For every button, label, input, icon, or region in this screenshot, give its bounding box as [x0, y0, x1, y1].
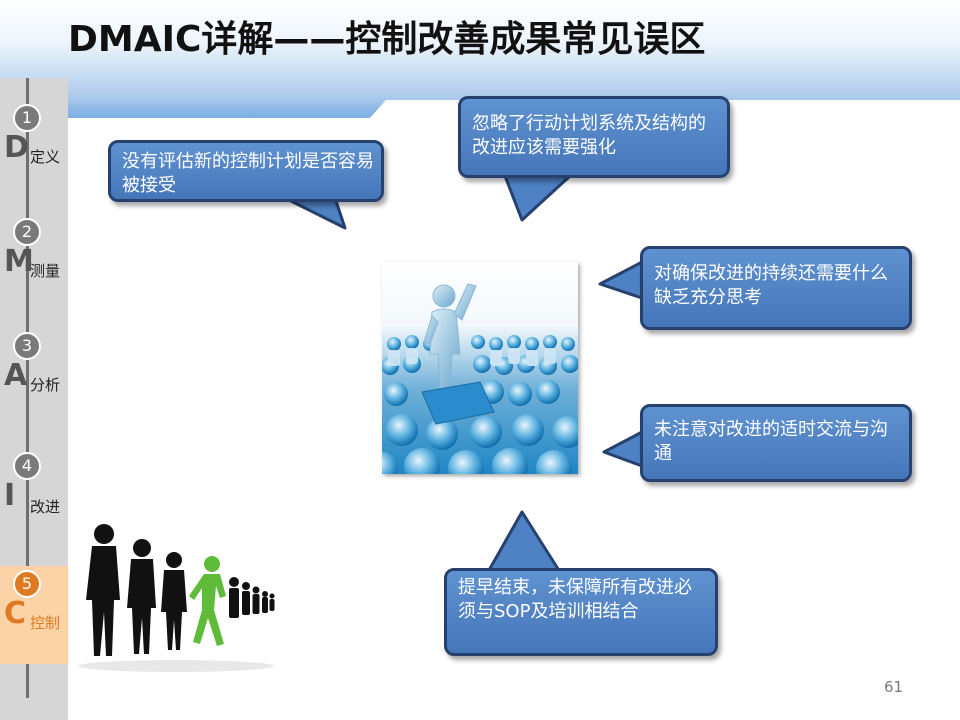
callout-text: 未注意对改进的适时交流与沟通 — [654, 419, 888, 464]
callout-text: 提早结束，未保障所有改进必须与SOP及培训相结合 — [458, 577, 692, 622]
callout-tail-3 — [598, 260, 644, 300]
callout-sustain: 对确保改进的持续还需要什么缺乏充分思考 — [640, 246, 912, 330]
callout-tail-5 — [486, 510, 562, 574]
callout-bubble — [108, 140, 384, 202]
nav-number: 2 — [13, 218, 41, 246]
nav-number: 4 — [13, 452, 41, 480]
callout-bubble — [640, 246, 912, 330]
callout-text: 对确保改进的持续还需要什么缺乏充分思考 — [654, 263, 888, 308]
nav-item-define[interactable]: 1 D 定义 — [0, 100, 68, 192]
nav-label: 定义 — [30, 148, 61, 166]
callout-bubble — [458, 96, 730, 178]
callout-text: 忽略了行动计划系统及结构的改进应该需要强化 — [472, 113, 706, 158]
nav-line — [26, 78, 29, 698]
nav-item-analyze[interactable]: 3 A 分析 — [0, 328, 68, 420]
nav-label: 改进 — [30, 498, 61, 516]
crowd-leader-icon — [382, 283, 578, 474]
dmaic-nav: 1 D 定义 2 M 测量 3 A 分析 4 I 改进 5 C 控制 — [0, 78, 68, 720]
callout-structure: 忽略了行动计划系统及结构的改进应该需要强化 — [458, 96, 730, 178]
callout-bubble — [640, 404, 912, 482]
page-title: DMAIC详解——控制改善成果常见误区 — [68, 19, 706, 60]
page-number: 61 — [884, 678, 904, 696]
crowd-leader-illustration — [382, 262, 578, 474]
nav-letter: I — [4, 478, 16, 513]
nav-letter: C — [4, 596, 27, 631]
nav-number: 5 — [13, 570, 41, 598]
nav-letter: A — [4, 358, 28, 393]
callout-bubble — [444, 568, 718, 656]
callout-text: 没有评估新的控制计划是否容易被接受 — [122, 151, 374, 196]
nav-label: 测量 — [30, 262, 61, 280]
callout-communication: 未注意对改进的适时交流与沟通 — [640, 404, 912, 482]
people-queue-illustration — [76, 520, 276, 672]
callout-tail-4 — [602, 430, 644, 468]
nav-label: 控制 — [30, 614, 61, 632]
nav-item-measure[interactable]: 2 M 测量 — [0, 214, 68, 306]
nav-number: 1 — [13, 104, 41, 132]
nav-letter: D — [4, 130, 29, 165]
nav-letter: M — [4, 244, 34, 279]
nav-number: 3 — [13, 332, 41, 360]
callout-tail-1 — [283, 196, 347, 230]
nav-label: 分析 — [30, 376, 61, 394]
people-queue-icon — [78, 524, 275, 672]
callout-sop: 提早结束，未保障所有改进必须与SOP及培训相结合 — [444, 568, 718, 656]
callout-tail-2 — [503, 174, 572, 222]
nav-item-improve[interactable]: 4 I 改进 — [0, 448, 68, 540]
nav-item-control[interactable]: 5 C 控制 — [0, 566, 68, 664]
callout-acceptance: 没有评估新的控制计划是否容易被接受 — [108, 140, 384, 202]
